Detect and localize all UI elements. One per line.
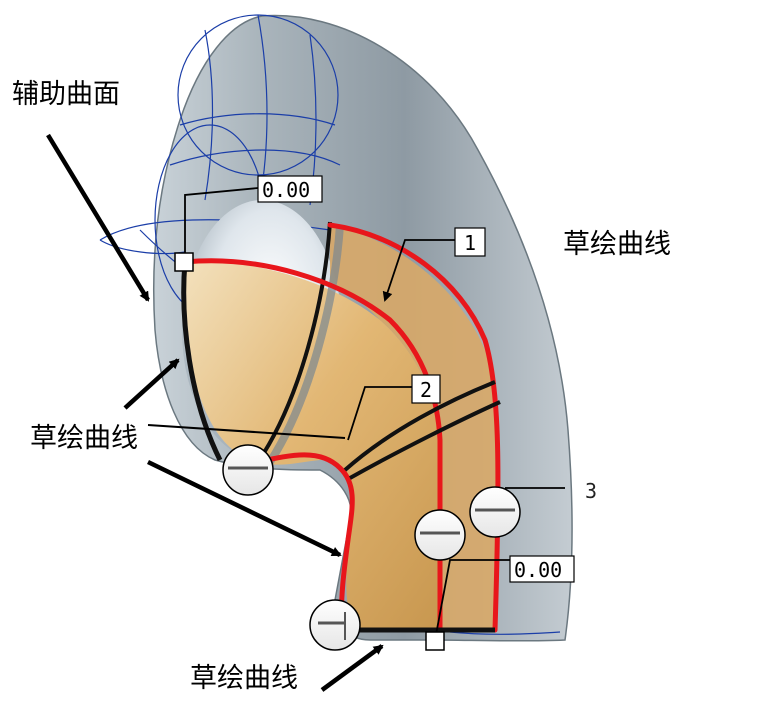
tag-bottom-value: 0.00 bbox=[509, 555, 575, 583]
drag-handle-right bbox=[469, 486, 521, 538]
rim-inner-curve bbox=[256, 221, 332, 464]
tag-index-3: 3 bbox=[585, 479, 597, 503]
tag-index-1: 1 bbox=[454, 227, 486, 257]
rim-edge-curve bbox=[181, 261, 223, 462]
label-sketch-right: 草绘曲线 bbox=[563, 229, 671, 260]
drag-handles bbox=[222, 444, 521, 651]
drag-handle-left bbox=[222, 444, 274, 496]
label-sketch-bottom: 草绘曲线 bbox=[190, 663, 298, 694]
svg-text:0.00: 0.00 bbox=[514, 558, 562, 582]
handle-top bbox=[174, 252, 194, 272]
leader-lines bbox=[184, 187, 565, 641]
annotation-arrows bbox=[46, 133, 384, 692]
arrow-sketch-bottom bbox=[320, 644, 384, 692]
svg-text:0.00: 0.00 bbox=[262, 178, 310, 202]
tag-index-2: 2 bbox=[411, 374, 441, 404]
leader-sketch-mid bbox=[147, 424, 346, 439]
inner-sweep-surface bbox=[184, 261, 440, 630]
tag-top-value: 0.00 bbox=[257, 175, 323, 203]
guide-curves bbox=[343, 380, 501, 633]
drag-handle-mid bbox=[414, 509, 466, 561]
sketch-curve-3 bbox=[255, 452, 355, 631]
drag-handle-bottom bbox=[309, 599, 361, 651]
sketch-curve-1 bbox=[182, 258, 443, 633]
svg-text:1: 1 bbox=[464, 231, 476, 255]
label-aux-surface: 辅助曲面 bbox=[12, 79, 120, 110]
handle-bottom bbox=[425, 631, 445, 651]
arrow-sketch-left-down bbox=[147, 459, 342, 558]
label-sketch-left: 草绘曲线 bbox=[30, 423, 138, 454]
svg-text:2: 2 bbox=[420, 378, 432, 402]
arrow-aux-surface bbox=[46, 133, 150, 302]
arrow-sketch-left-up bbox=[123, 358, 180, 410]
